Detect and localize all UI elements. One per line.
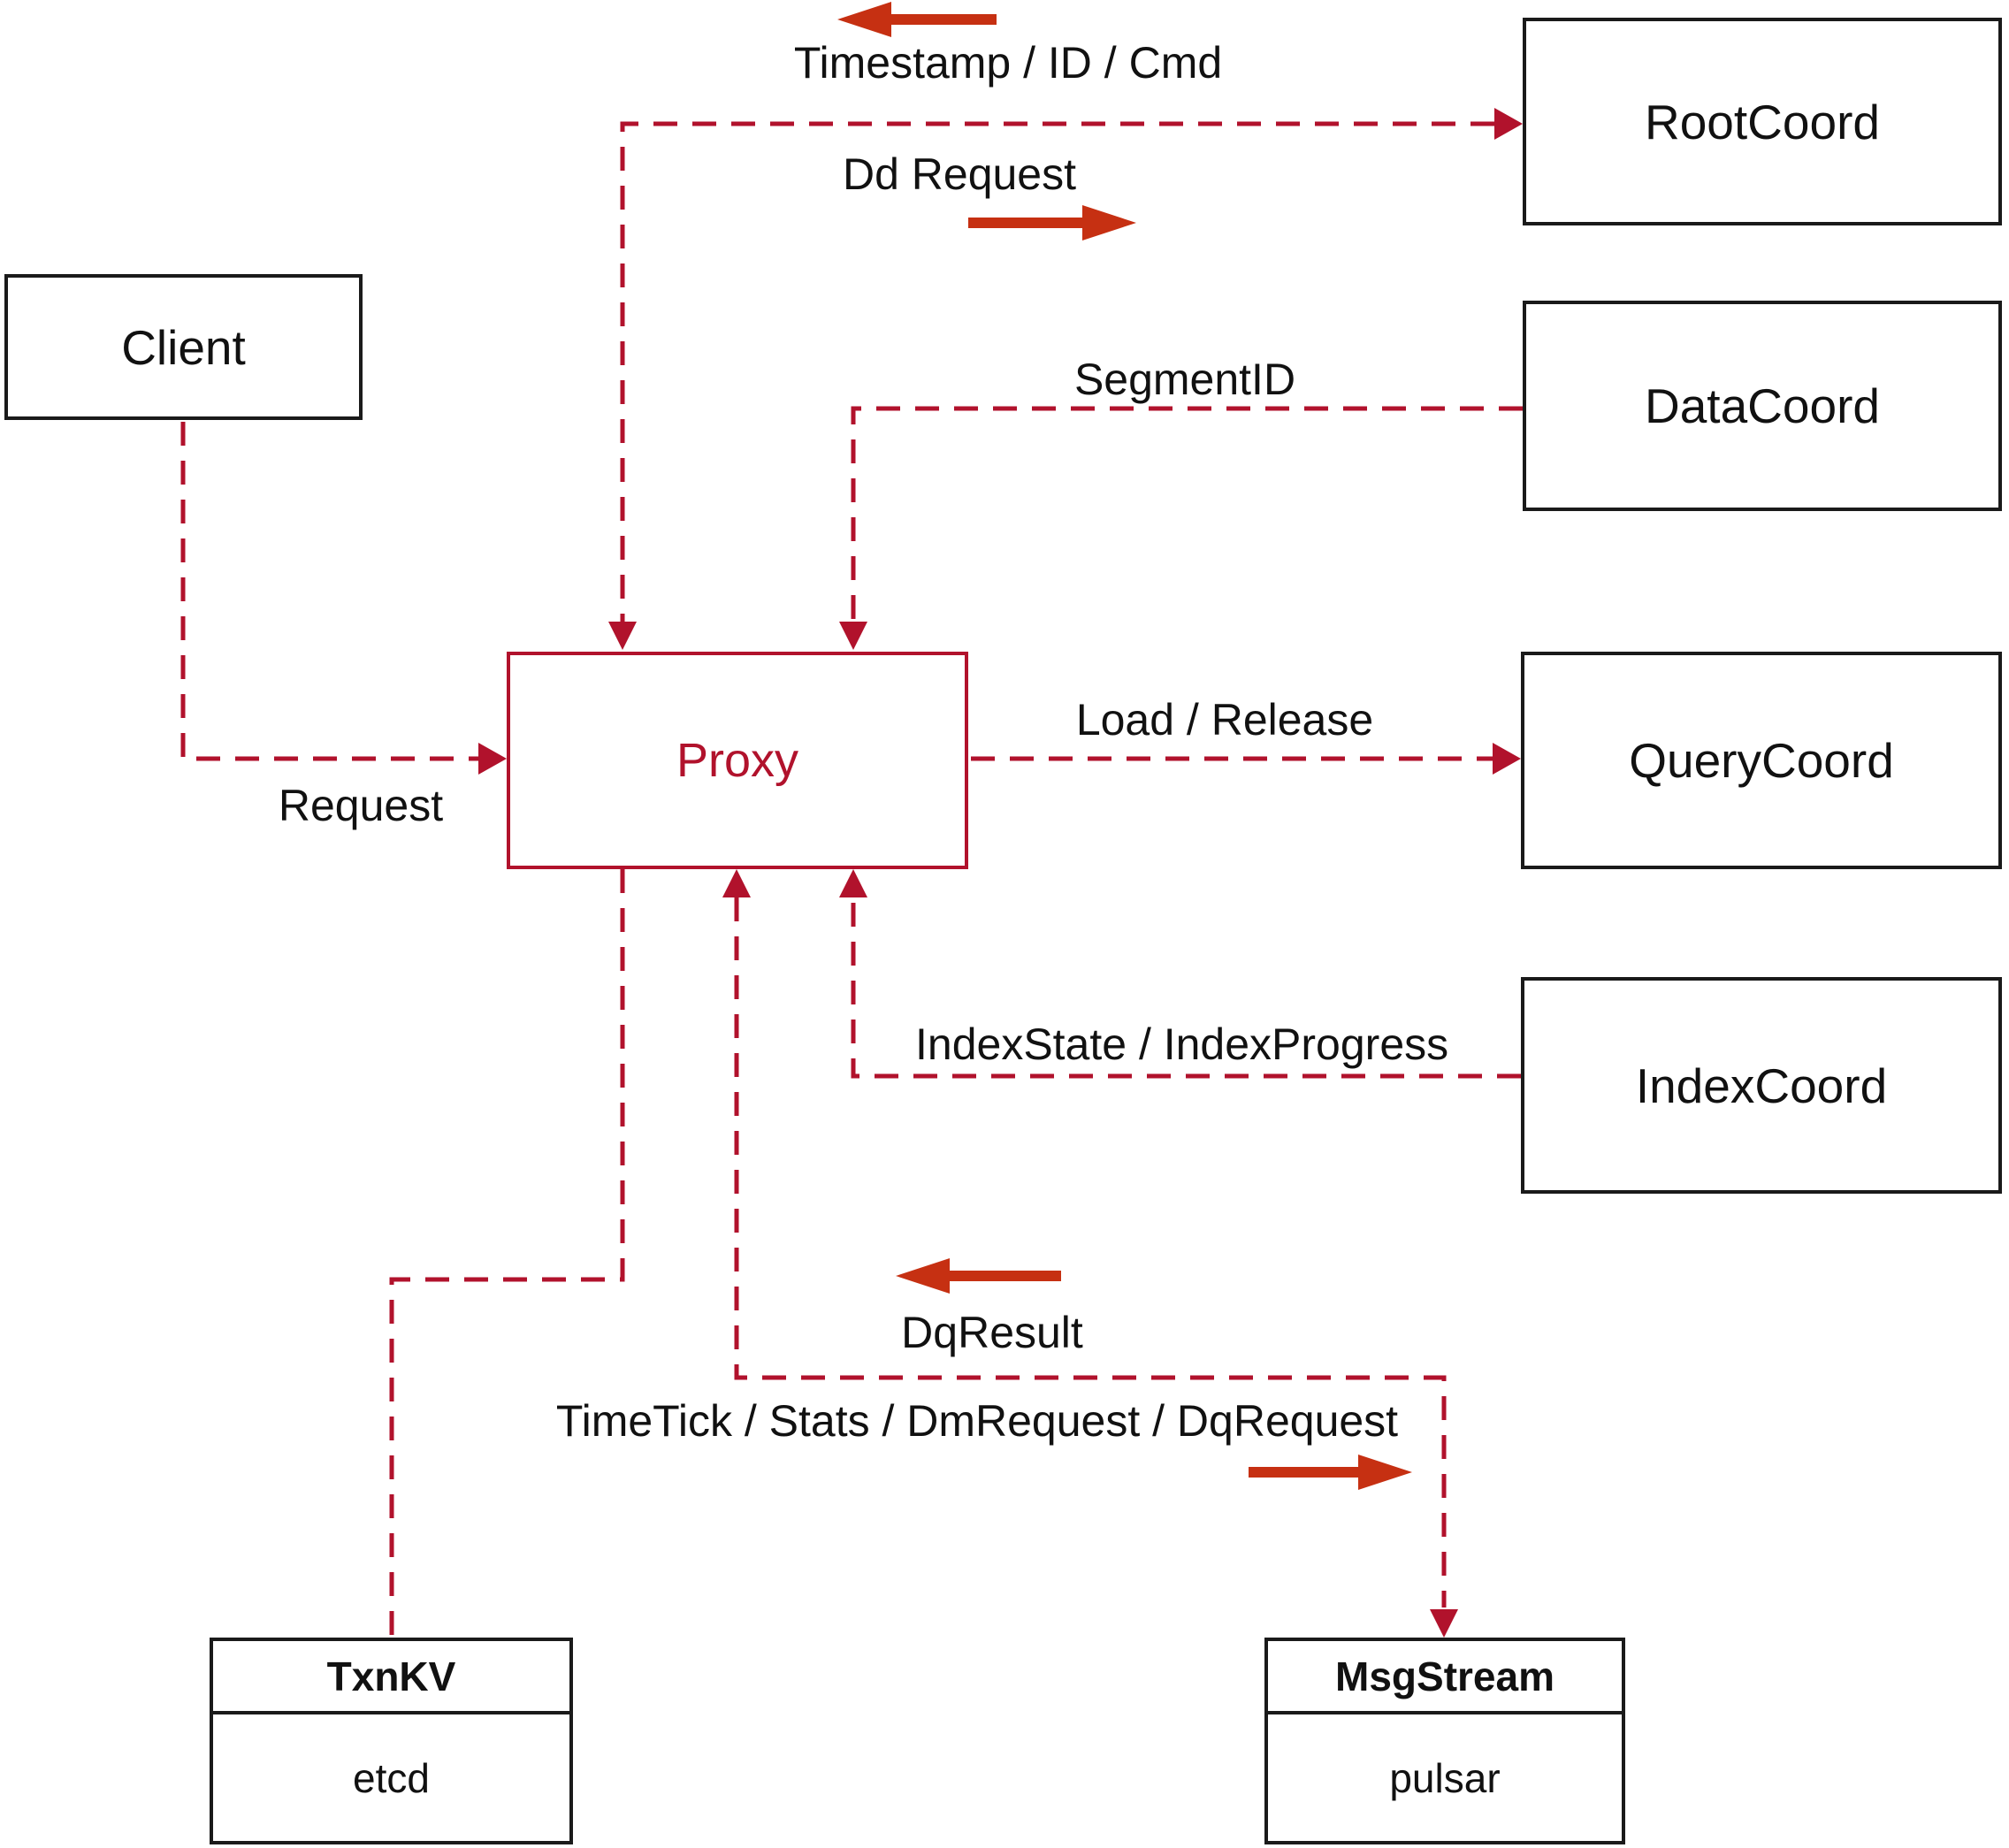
edge-label-request: Request	[278, 781, 444, 830]
node-datacoord: DataCoord	[1523, 301, 2002, 511]
node-querycoord-label: QueryCoord	[1629, 733, 1894, 788]
edge-proxy-rootcoord	[608, 108, 1523, 650]
node-client: Client	[4, 274, 363, 420]
node-msgstream: MsgStream pulsar	[1264, 1638, 1625, 1844]
arrowhead-into-proxy-left	[478, 743, 507, 775]
edge-label-timetick: TimeTick / Stats / DmRequest / DqRequest	[555, 1396, 1399, 1446]
edge-datacoord-proxy	[839, 406, 1523, 650]
edge-label-dd-request: Dd Request	[842, 149, 1077, 199]
flow-arrow-left-timestamp	[837, 2, 997, 37]
edge-label-load-release: Load / Release	[1075, 695, 1374, 745]
node-indexcoord: IndexCoord	[1521, 977, 2002, 1194]
edge-label-segment-id: SegmentID	[1073, 355, 1296, 404]
arrowhead-into-rootcoord	[1494, 108, 1523, 140]
edge-proxy-txnkv	[389, 869, 625, 1636]
arrowhead-into-proxy-bottom-right	[839, 869, 867, 897]
arrowhead-into-querycoord	[1493, 743, 1521, 775]
node-msgstream-title: MsgStream	[1268, 1641, 1622, 1714]
edge-proxy-msgstream	[722, 869, 1458, 1638]
node-indexcoord-label: IndexCoord	[1635, 1058, 1888, 1113]
node-client-label: Client	[121, 319, 246, 375]
arrowhead-into-proxy-top-right	[839, 622, 867, 650]
flow-arrow-right-timetick	[1249, 1455, 1412, 1490]
edge-client-proxy	[180, 422, 507, 775]
node-proxy-label: Proxy	[676, 734, 799, 787]
arrowhead-into-msgstream	[1430, 1609, 1458, 1638]
node-rootcoord: RootCoord	[1523, 18, 2002, 225]
arrowhead-into-proxy-bottom-left	[722, 869, 751, 897]
node-txnkv-subtitle: etcd	[353, 1754, 430, 1801]
node-rootcoord-label: RootCoord	[1645, 94, 1880, 149]
edge-proxy-querycoord	[971, 743, 1521, 775]
edge-indexcoord-proxy	[839, 869, 1521, 1079]
arrowhead-into-proxy-top-left	[608, 622, 637, 650]
node-txnkv: TxnKV etcd	[210, 1638, 573, 1844]
flow-arrow-left-dq-result	[896, 1258, 1061, 1294]
node-msgstream-subtitle: pulsar	[1389, 1754, 1501, 1801]
edge-label-index-state: IndexState / IndexProgress	[915, 1019, 1449, 1069]
node-querycoord: QueryCoord	[1521, 652, 2002, 869]
node-txnkv-title: TxnKV	[213, 1641, 569, 1714]
flow-arrow-right-dd-request	[968, 205, 1136, 241]
edge-label-timestamp: Timestamp / ID / Cmd	[793, 38, 1223, 88]
edge-label-dq-result: DqResult	[901, 1308, 1083, 1357]
node-proxy: Proxy	[507, 652, 968, 869]
node-datacoord-label: DataCoord	[1645, 378, 1880, 433]
